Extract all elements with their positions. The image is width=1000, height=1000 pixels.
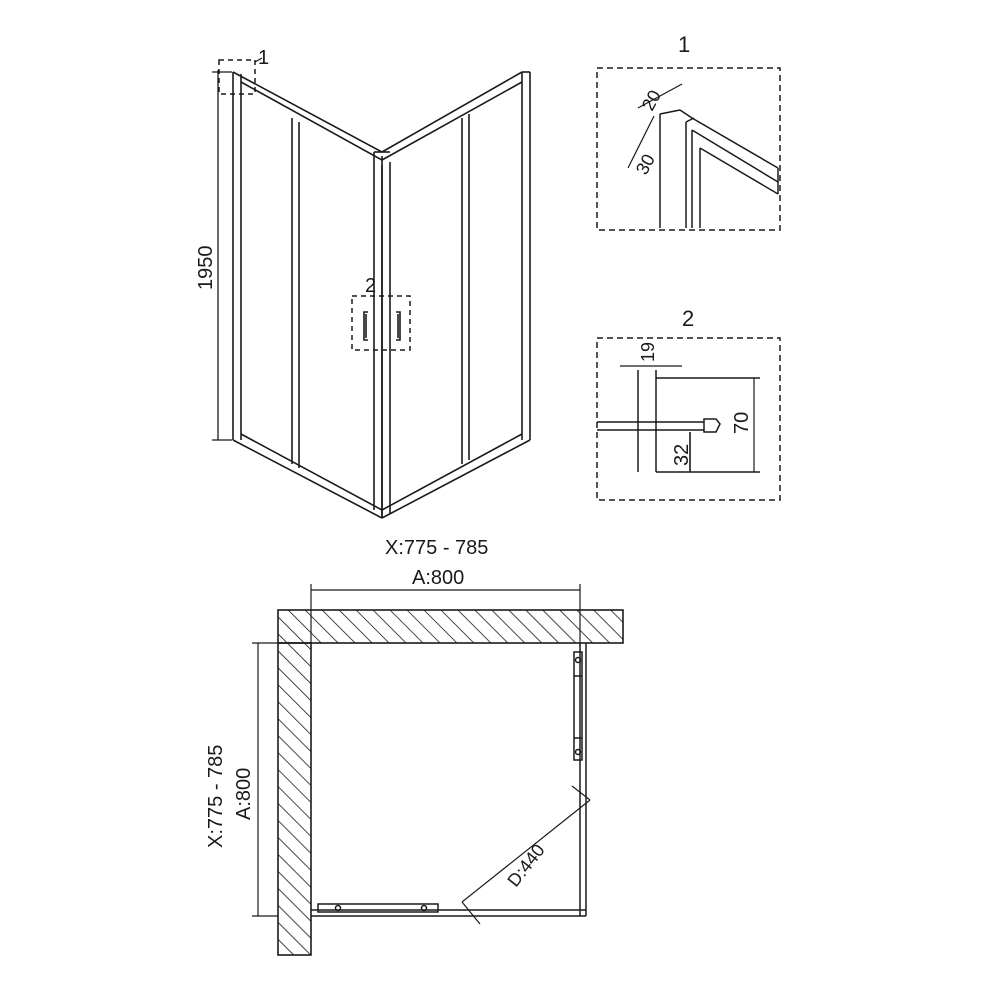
detail-1-frame (597, 68, 780, 230)
detail-2-marker-box (352, 296, 410, 350)
plan-view: X:775 - 785 A:800 X:775 - 785 A:800 (205, 537, 623, 955)
right-panel (382, 72, 530, 518)
plan-door-ext-bottom (462, 902, 480, 924)
height-label: 1950 (195, 246, 217, 291)
detail-1-marker-box (219, 60, 255, 94)
detail-1-dim-20: 20 (638, 87, 665, 114)
left-panel (233, 72, 382, 518)
detail-1-profile (660, 110, 778, 228)
plan-top-x-label: X:775 - 785 (385, 537, 488, 559)
plan-top-a-label: A:800 (412, 567, 464, 589)
detail-2-dim-70: 70 (731, 412, 753, 434)
detail-2: 2 19 70 32 (597, 306, 780, 500)
plan-enclosure (311, 643, 586, 916)
plan-wall-top (278, 610, 623, 643)
detail-1-marker-label: 1 (258, 47, 269, 69)
detail-1: 1 20 30 (597, 32, 780, 230)
detail-1-title: 1 (678, 32, 690, 57)
detail-2-title: 2 (682, 306, 694, 331)
detail-2-dim-32: 32 (671, 444, 693, 466)
detail-2-marker-label: 2 (365, 275, 376, 297)
plan-left-x-label: X:775 - 785 (205, 745, 227, 848)
detail-2-dim-19: 19 (638, 342, 658, 362)
plan-left-a-label: A:800 (233, 768, 255, 820)
plan-door-label: D:440 (503, 840, 548, 890)
plan-door-ext-right (572, 786, 590, 800)
detail-1-dim-30: 30 (632, 151, 659, 178)
plan-wall-left (278, 643, 311, 955)
isometric-view: 1 2 1950 (195, 47, 530, 518)
